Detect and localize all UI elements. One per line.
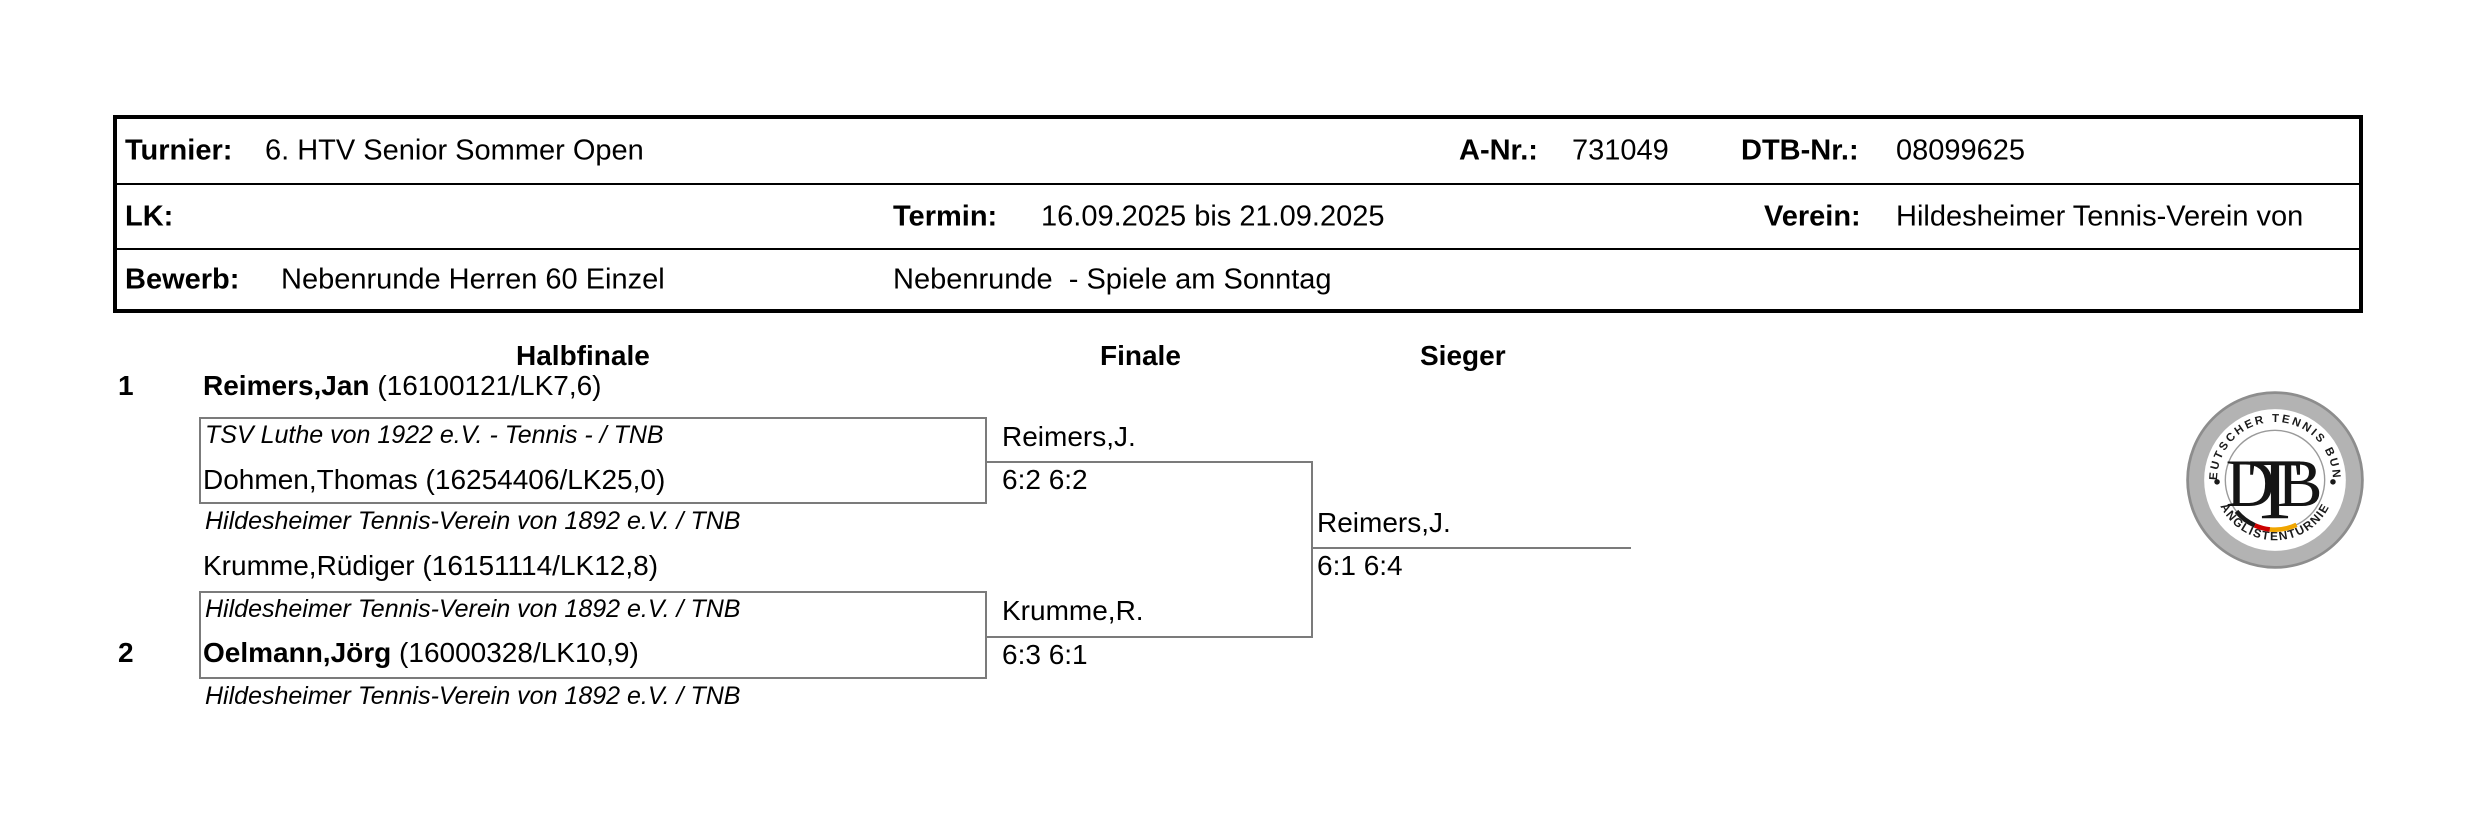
- dtb-ranglistenturnier-logo: DEUTSCHER TENNIS BUND RANGLISTENTURNIER …: [2186, 391, 2364, 569]
- round-header-sieger: Sieger: [1420, 340, 1506, 371]
- semifinal2-score: 6:3 6:1: [1002, 639, 1088, 670]
- player-row-2: Dohmen,Thomas (16254406/LK25,0): [203, 464, 665, 496]
- info-row-turnier: Turnier: 6. HTV Senior Sommer Open A-Nr.…: [117, 119, 2359, 183]
- anr-value: 731049: [1572, 134, 1669, 167]
- player-id: (16254406/LK25,0): [417, 464, 666, 495]
- nebenrunde-note: Nebenrunde - Spiele am Sonntag: [893, 263, 1332, 295]
- verein-value: Hildesheimer Tennis-Verein von: [1896, 200, 2304, 232]
- logo-dot-left: [2214, 479, 2220, 485]
- semifinal2-winner: Krumme,R.: [1002, 595, 1144, 626]
- termin-label: Termin:: [893, 200, 998, 232]
- final-winner: Reimers,J.: [1317, 507, 1451, 538]
- bracket-line-player3: [199, 591, 987, 593]
- player-club-3: Hildesheimer Tennis-Verein von 1892 e.V.…: [205, 595, 741, 623]
- player-row-1: Reimers,Jan (16100121/LK7,6): [203, 370, 602, 402]
- logo-flag-black-arc: [2234, 509, 2256, 528]
- logo-dot-right: [2330, 479, 2336, 485]
- bracket-line-match2-left: [199, 591, 201, 679]
- round-header-halbfinale: Halbfinale: [516, 340, 650, 371]
- player-name: Reimers,Jan: [203, 370, 370, 401]
- bracket-line-final-right: [1311, 461, 1313, 638]
- dtbnr-value: 08099625: [1896, 134, 2026, 167]
- verein-label: Verein:: [1764, 200, 1861, 232]
- logo-flag-red-arc: [2253, 523, 2271, 532]
- bracket-line-player2: [199, 502, 987, 504]
- turnier-value: 6. HTV Senior Sommer Open: [265, 134, 644, 167]
- player-id: (16000328/LK10,9): [391, 637, 639, 668]
- bracket-line-player1: [199, 417, 987, 419]
- round-header-finale: Finale: [1100, 340, 1181, 371]
- bewerb-label: Bewerb:: [125, 263, 240, 295]
- semifinal1-winner: Reimers,J.: [1002, 421, 1136, 452]
- player-name: Oelmann,Jörg: [203, 637, 392, 668]
- player-club-2: Hildesheimer Tennis-Verein von 1892 e.V.…: [205, 507, 741, 535]
- bracket-line-champion: [1311, 547, 1631, 549]
- player-club-4: Hildesheimer Tennis-Verein von 1892 e.V.…: [205, 682, 741, 710]
- player-club-1: TSV Luthe von 1922 e.V. - Tennis - / TNB: [205, 421, 664, 449]
- bracket-line-sf2-winner: [985, 636, 1313, 638]
- logo-flag-gold-arc: [2269, 522, 2298, 532]
- bewerb-value: Nebenrunde Herren 60 Einzel: [281, 263, 665, 295]
- seed-number-2: 2: [118, 637, 134, 668]
- lk-label: LK:: [125, 200, 174, 232]
- semifinal1-score: 6:2 6:2: [1002, 464, 1088, 495]
- player-name: Krumme,Rüdiger: [203, 550, 415, 581]
- info-row-lk-termin-verein: LK: Termin: 16.09.2025 bis 21.09.2025 Ve…: [117, 183, 2359, 248]
- logo-monogram-b: B: [2277, 445, 2322, 521]
- logo-monogram-t: T: [2249, 442, 2302, 538]
- final-score: 6:1 6:4: [1317, 550, 1403, 581]
- tournament-info-table: Turnier: 6. HTV Senior Sommer Open A-Nr.…: [113, 115, 2363, 313]
- anr-label: A-Nr.:: [1459, 134, 1538, 167]
- player-row-4: Oelmann,Jörg (16000328/LK10,9): [203, 637, 639, 669]
- bracket-line-match1-left: [199, 417, 201, 504]
- info-row-bewerb: Bewerb: Nebenrunde Herren 60 Einzel Nebe…: [117, 248, 2359, 309]
- dtbnr-label: DTB-Nr.:: [1741, 134, 1859, 167]
- player-id: (16151114/LK12,8): [414, 550, 659, 581]
- player-name: Dohmen,Thomas: [203, 464, 418, 495]
- logo-dtb-monogram: D B T: [2226, 442, 2323, 538]
- bracket-line-match1-right: [985, 417, 987, 504]
- player-row-3: Krumme,Rüdiger (16151114/LK12,8): [203, 550, 658, 582]
- bracket-line-sf1-winner: [985, 461, 1313, 463]
- logo-monogram-d: D: [2226, 445, 2275, 521]
- seed-number-1: 1: [118, 370, 134, 401]
- termin-value: 16.09.2025 bis 21.09.2025: [1041, 200, 1385, 232]
- player-id: (16100121/LK7,6): [369, 370, 602, 401]
- bracket-line-match2-right: [985, 591, 987, 679]
- turnier-label: Turnier:: [125, 134, 233, 167]
- bracket-line-player4: [199, 677, 987, 679]
